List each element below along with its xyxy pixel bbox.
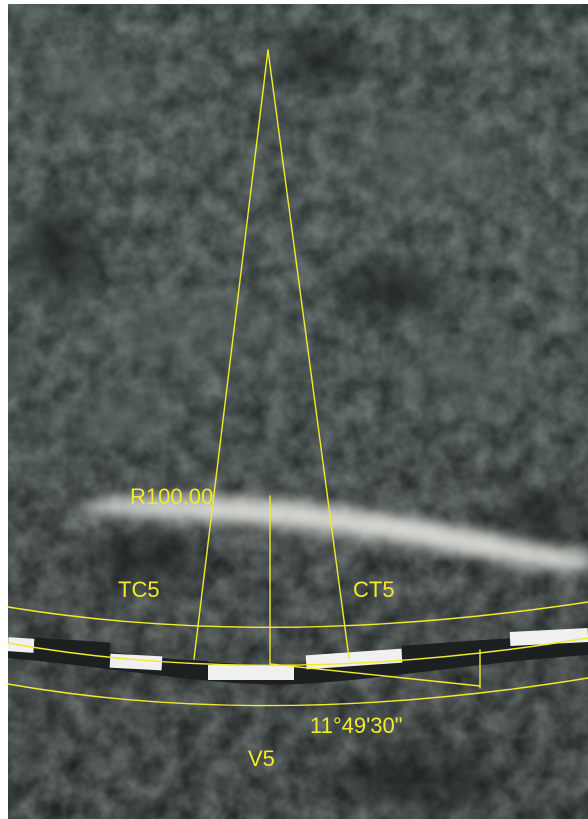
tangent-line <box>269 663 481 687</box>
ct-label: CT5 <box>353 577 395 602</box>
curve-geometry <box>7 49 588 707</box>
offset-curve-upper <box>7 601 588 629</box>
curve-labels: R100.00 TC5 CT5 11°49'30" V5 <box>118 484 403 771</box>
bright-strip <box>80 498 588 572</box>
bright-strip-core <box>109 499 588 561</box>
aerial-imagery <box>8 4 588 819</box>
imagery-tone-patches <box>8 20 588 819</box>
radius-line-left <box>193 49 269 660</box>
offset-curve-lower <box>7 677 588 707</box>
angle-label: 11°49'30" <box>310 713 403 738</box>
radius-label: R100.00 <box>130 484 213 509</box>
radius-line-right <box>267 49 350 659</box>
tc-label: TC5 <box>118 577 160 602</box>
vertex-label: V5 <box>248 746 275 771</box>
